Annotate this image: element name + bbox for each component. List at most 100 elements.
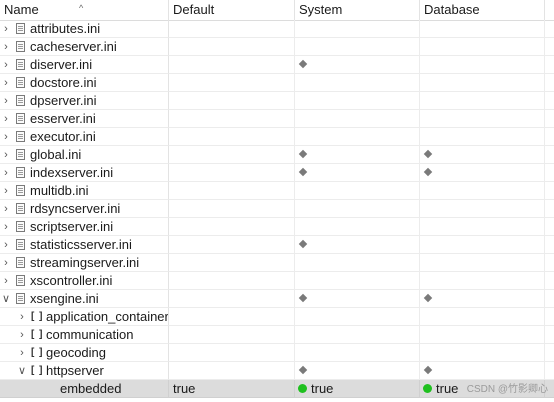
host-cell[interactable] — [545, 110, 554, 128]
host-cell[interactable] — [545, 146, 554, 164]
tree-row[interactable]: ∨[ ]httpserver — [0, 362, 554, 380]
chevron-right-icon[interactable]: › — [4, 275, 8, 287]
default-cell[interactable] — [169, 344, 295, 362]
host-cell[interactable] — [545, 74, 554, 92]
host-cell[interactable] — [545, 326, 554, 344]
column-header-system[interactable]: System — [295, 0, 420, 20]
database-cell[interactable] — [420, 146, 545, 164]
system-cell[interactable] — [295, 272, 420, 290]
system-cell[interactable] — [295, 308, 420, 326]
system-cell[interactable] — [295, 128, 420, 146]
system-cell[interactable] — [295, 92, 420, 110]
name-cell[interactable]: ›rdsyncserver.ini — [0, 200, 169, 218]
host-cell[interactable] — [545, 344, 554, 362]
default-cell[interactable] — [169, 92, 295, 110]
name-cell[interactable]: ›statisticsserver.ini — [0, 236, 169, 254]
database-cell[interactable] — [420, 308, 545, 326]
default-cell[interactable] — [169, 290, 295, 308]
system-cell[interactable] — [295, 74, 420, 92]
chevron-right-icon[interactable]: › — [4, 185, 8, 197]
system-cell[interactable] — [295, 218, 420, 236]
tree-row[interactable]: ›scriptserver.ini — [0, 218, 554, 236]
chevron-right-icon[interactable]: › — [20, 329, 24, 341]
name-cell[interactable]: ›esserver.ini — [0, 110, 169, 128]
default-cell[interactable] — [169, 74, 295, 92]
system-cell[interactable] — [295, 146, 420, 164]
database-cell[interactable] — [420, 362, 545, 380]
default-cell[interactable] — [169, 182, 295, 200]
default-cell[interactable] — [169, 146, 295, 164]
chevron-right-icon[interactable]: › — [4, 95, 8, 107]
default-cell[interactable] — [169, 254, 295, 272]
database-cell[interactable]: true — [420, 380, 545, 398]
system-cell[interactable] — [295, 344, 420, 362]
default-cell[interactable] — [169, 56, 295, 74]
tree-row[interactable]: ›executor.ini — [0, 128, 554, 146]
system-cell[interactable] — [295, 254, 420, 272]
name-cell[interactable]: ›streamingserver.ini — [0, 254, 169, 272]
system-cell[interactable] — [295, 290, 420, 308]
host-cell[interactable] — [545, 182, 554, 200]
database-cell[interactable] — [420, 272, 545, 290]
tree-row[interactable]: ›dpserver.ini — [0, 92, 554, 110]
chevron-right-icon[interactable]: › — [4, 41, 8, 53]
system-cell[interactable] — [295, 182, 420, 200]
default-cell[interactable] — [169, 38, 295, 56]
chevron-right-icon[interactable]: › — [4, 131, 8, 143]
chevron-right-icon[interactable]: › — [20, 347, 24, 359]
system-cell[interactable] — [295, 56, 420, 74]
system-cell[interactable] — [295, 200, 420, 218]
name-cell[interactable]: ›multidb.ini — [0, 182, 169, 200]
default-cell[interactable] — [169, 164, 295, 182]
database-cell[interactable] — [420, 38, 545, 56]
host-cell[interactable] — [545, 272, 554, 290]
name-cell[interactable]: ›global.ini — [0, 146, 169, 164]
tree-row[interactable]: ›global.ini — [0, 146, 554, 164]
host-cell[interactable] — [545, 92, 554, 110]
database-cell[interactable] — [420, 254, 545, 272]
chevron-right-icon[interactable]: › — [4, 77, 8, 89]
database-cell[interactable] — [420, 92, 545, 110]
tree-row[interactable]: ›[ ]communication — [0, 326, 554, 344]
system-cell[interactable] — [295, 20, 420, 38]
name-cell[interactable]: ›scriptserver.ini — [0, 218, 169, 236]
database-cell[interactable] — [420, 110, 545, 128]
default-cell[interactable] — [169, 200, 295, 218]
default-cell[interactable] — [169, 272, 295, 290]
default-cell[interactable] — [169, 236, 295, 254]
host-cell[interactable] — [545, 56, 554, 74]
chevron-right-icon[interactable]: › — [4, 149, 8, 161]
database-cell[interactable] — [420, 56, 545, 74]
name-cell[interactable]: ›indexserver.ini — [0, 164, 169, 182]
tree-row[interactable]: ›attributes.ini — [0, 20, 554, 38]
database-cell[interactable] — [420, 236, 545, 254]
chevron-right-icon[interactable]: › — [4, 113, 8, 125]
chevron-right-icon[interactable]: › — [4, 59, 8, 71]
tree-row[interactable]: ›[ ]geocoding — [0, 344, 554, 362]
tree-row[interactable]: ›indexserver.ini — [0, 164, 554, 182]
host-cell[interactable] — [545, 20, 554, 38]
name-cell[interactable]: ›[ ]communication — [0, 326, 169, 344]
default-cell[interactable] — [169, 128, 295, 146]
database-cell[interactable] — [420, 326, 545, 344]
host-cell[interactable] — [545, 362, 554, 380]
chevron-right-icon[interactable]: › — [4, 257, 8, 269]
database-cell[interactable] — [420, 218, 545, 236]
column-header-default[interactable]: Default — [169, 0, 295, 20]
tree-row[interactable]: ›cacheserver.ini — [0, 38, 554, 56]
system-cell[interactable] — [295, 326, 420, 344]
system-cell[interactable] — [295, 362, 420, 380]
default-cell[interactable] — [169, 326, 295, 344]
tree-row[interactable]: ›xscontroller.ini — [0, 272, 554, 290]
tree-row[interactable]: ›esserver.ini — [0, 110, 554, 128]
system-cell[interactable] — [295, 110, 420, 128]
database-cell[interactable] — [420, 182, 545, 200]
database-cell[interactable] — [420, 344, 545, 362]
chevron-right-icon[interactable]: › — [4, 23, 8, 35]
tree-row[interactable]: ›streamingserver.ini — [0, 254, 554, 272]
default-cell[interactable] — [169, 308, 295, 326]
name-cell[interactable]: ›cacheserver.ini — [0, 38, 169, 56]
chevron-right-icon[interactable]: › — [4, 167, 8, 179]
tree-row[interactable]: ›statisticsserver.ini — [0, 236, 554, 254]
column-header-database[interactable]: Database — [420, 0, 545, 20]
